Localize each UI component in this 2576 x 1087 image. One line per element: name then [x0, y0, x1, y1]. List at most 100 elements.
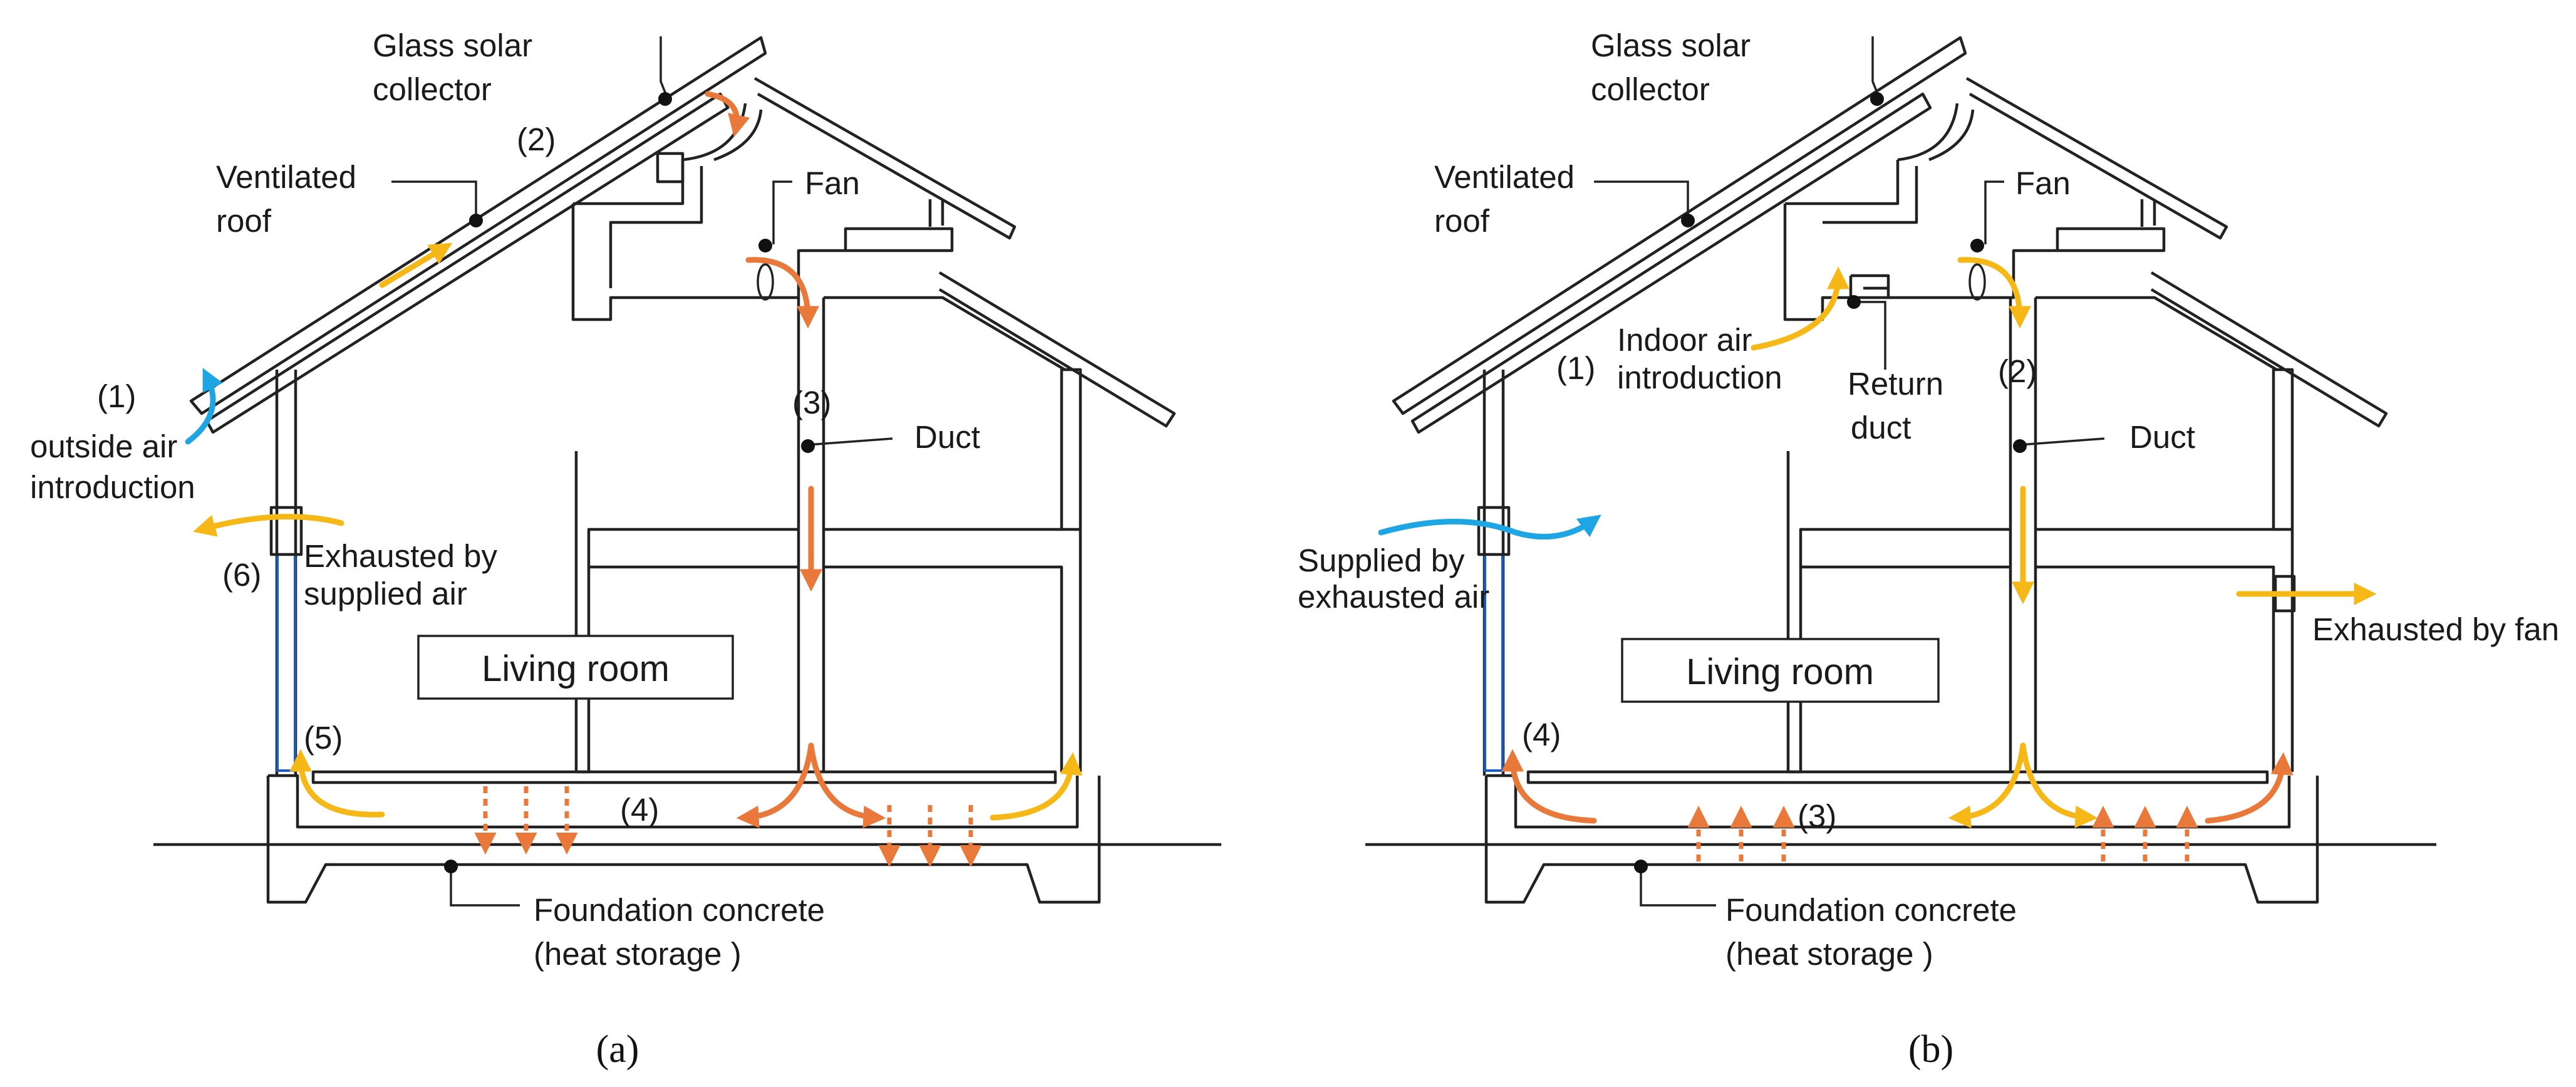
window-glass [276, 553, 296, 772]
right-wall [2272, 368, 2294, 772]
indoor-label-1: Indoor air [1617, 322, 1752, 358]
mid-floor [1799, 528, 2010, 567]
fan-dot [758, 239, 772, 252]
collector-dot [658, 92, 672, 106]
duct-label: Duct [914, 419, 980, 455]
duct-label: Duct [2129, 419, 2195, 455]
right-floor [2035, 528, 2292, 772]
foundation-label-2: (heat storage ) [1725, 936, 1933, 972]
collector-label-1: Glass solar [373, 28, 532, 63]
caption-b: (b) [1908, 1028, 1953, 1071]
fan-label: Fan [2015, 165, 2071, 201]
duct-right-branch [808, 742, 886, 828]
living-room-box [1621, 638, 1940, 703]
living-room-label: Living room [1686, 652, 1874, 692]
attic-post [928, 199, 944, 227]
indoor-label-2: introduction [1617, 360, 1782, 395]
window-supply-arrow [1378, 514, 1601, 540]
supplied-label-2: exhausted air [1298, 579, 1489, 615]
step-label-2: (2) [1998, 353, 2037, 389]
fan-icon [757, 263, 774, 301]
step-label-1: (1) [1556, 350, 1595, 386]
attic-box [571, 204, 954, 321]
roof-label-2: roof [1434, 203, 1490, 239]
panel-a: Glass solar collector (2) Ventilated roo… [30, 28, 1221, 1071]
roof-label-2: roof [216, 203, 272, 239]
step-label-4: (4) [620, 792, 659, 828]
collector-label-1: Glass solar [1591, 28, 1751, 63]
duct-dot [2013, 439, 2027, 453]
intake-label-2: introduction [30, 469, 195, 505]
fan-dot [1970, 239, 1984, 252]
roof-label-1: Ventilated [1434, 159, 1575, 195]
right-ceiling [824, 296, 1066, 371]
living-partition [1786, 451, 2010, 774]
glass-collector [189, 36, 767, 415]
floor-supply-left [289, 749, 385, 818]
airflow-arrows-a [185, 91, 1083, 867]
indoor-air-arrow [1751, 266, 1849, 351]
collector-leader [660, 36, 668, 98]
floor-slab [311, 770, 1057, 784]
foundation-leader [450, 868, 520, 907]
right-roof-top [753, 77, 1016, 240]
right-floor [824, 528, 1080, 772]
floor-supply-right [990, 752, 1083, 821]
return-duct [1849, 274, 1890, 298]
return-leader [1854, 301, 1886, 370]
house-structure-b [1365, 36, 2436, 904]
roof-label-1: Ventilated [216, 159, 356, 195]
living-partition [574, 451, 799, 774]
caption-a: (a) [596, 1028, 639, 1071]
living-room-box [417, 635, 734, 700]
ventilated-roof [1410, 92, 1932, 434]
step-label-3: (3) [1798, 798, 1836, 834]
floor-slab [1526, 770, 2269, 784]
fan-icon [1968, 263, 1986, 301]
step-label-4: (4) [1522, 717, 1561, 752]
return-label-2: duct [1851, 410, 1911, 445]
indoor-dot [1847, 295, 1861, 309]
collector-outlet-curve [1897, 103, 1959, 162]
mid-floor [587, 528, 799, 567]
foundation-label-1: Foundation concrete [1725, 892, 2017, 928]
attic-post [2140, 199, 2156, 227]
collector-outlet-curve-2 [713, 109, 763, 162]
foundation-leader [1640, 868, 1716, 907]
step-label-1: (1) [97, 378, 136, 414]
foundation-concrete [266, 774, 1101, 904]
right-roof-lower [938, 271, 1176, 428]
leaders-b [1594, 36, 2105, 907]
fan-label: Fan [805, 165, 860, 201]
step-label-3: (3) [792, 385, 831, 420]
damper [656, 152, 685, 184]
intake-label-1: outside air [30, 429, 177, 464]
right-roof-top [1965, 77, 2228, 240]
fan-leader [1984, 180, 2004, 244]
attic-inner [1823, 166, 1918, 224]
fan-to-duct-arrow [745, 257, 819, 329]
leaders-a [391, 36, 893, 907]
airflow-arrows-b [1378, 257, 2377, 861]
collector-label-2: collector [373, 71, 492, 107]
duct-left-branch [1948, 742, 2026, 828]
duct-right-branch [2020, 742, 2098, 828]
duct-b [2009, 298, 2037, 772]
duct-a [797, 298, 825, 772]
exhaust-label-1: Exhausted by [304, 538, 498, 574]
exhaust-fan-label: Exhausted by fan [2312, 611, 2559, 647]
glass-collector [1392, 36, 1967, 415]
panel-b: Glass solar collector Ventilated roof Fa… [1298, 28, 2559, 1071]
right-roof-lower [2150, 271, 2388, 428]
duct-leader [2019, 437, 2105, 446]
right-ceiling [2035, 296, 2278, 371]
attic-box [1783, 204, 2166, 321]
attic-inner [609, 166, 703, 288]
ventilated-roof [205, 92, 730, 434]
duct-leader [807, 437, 893, 446]
attic-top [1785, 160, 1900, 205]
outside-air-arrow [185, 368, 223, 445]
floor-warm-right [2205, 752, 2294, 824]
floor-warm-left [1501, 749, 1597, 824]
